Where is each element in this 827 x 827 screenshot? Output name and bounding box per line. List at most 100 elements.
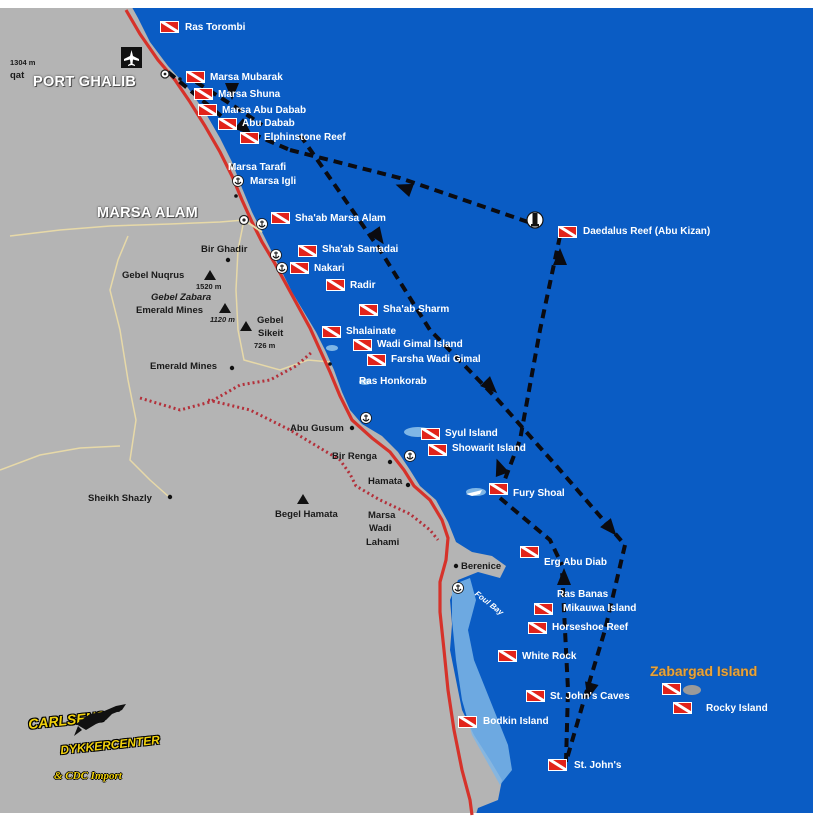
dive-routes <box>166 70 627 763</box>
dive-flag-icon <box>353 339 372 351</box>
dive-flag-icon <box>298 245 317 257</box>
logo-text-line3: & CDC Import <box>54 770 122 782</box>
place-hamata: Hamata <box>368 476 403 487</box>
dive-site-abu-dabab: Abu Dabab <box>242 118 295 129</box>
place-dot <box>387 459 393 465</box>
dive-site-marsa-mubarak: Marsa Mubarak <box>210 72 283 83</box>
dive-flag-icon <box>186 71 205 83</box>
dive-flag-icon <box>326 279 345 291</box>
town-label-marsa-alam: MARSA ALAM <box>97 205 198 221</box>
dive-site-horseshoe-reef: Horseshoe Reef <box>552 622 629 633</box>
dive-site-daedalus-reef: Daedalus Reef (Abu Kizan) <box>583 226 711 237</box>
place-dot <box>328 362 332 366</box>
dive-flag-icon <box>662 683 681 695</box>
dive-site-ras-banas: Ras Banas <box>557 589 609 600</box>
dive-route-line <box>560 569 571 763</box>
mountain-icon <box>204 270 216 280</box>
lighthouse-icon <box>526 211 544 229</box>
place-dot <box>178 77 182 81</box>
route-arrow-icon <box>225 83 239 100</box>
place-dots <box>167 77 459 569</box>
shipwreck-icon <box>466 490 482 496</box>
coastal-reef-shallows <box>452 578 512 785</box>
dive-site-marsa-shuna: Marsa Shuna <box>218 89 281 100</box>
place-bir-renga: Bir Renga <box>332 451 377 462</box>
dive-route-line <box>498 496 564 566</box>
mountain-markers <box>204 270 309 504</box>
dive-site-fury-shoal: Fury Shoal <box>513 488 565 499</box>
anchor-icon <box>276 262 288 274</box>
dive-flag-icon <box>526 690 545 702</box>
dive-route-line <box>564 544 627 763</box>
elevation-label: 1120 m <box>210 315 235 324</box>
place-bir-ghadir: Bir Ghadir <box>201 244 248 255</box>
place-emerald-mines-1: Emerald Mines <box>136 305 204 316</box>
dive-flag-icon <box>160 21 179 33</box>
place-abu-gusum: Abu Gusum <box>290 423 344 434</box>
place-dot <box>225 257 231 263</box>
dive-site-st-johns-caves: St. John's Caves <box>550 691 630 702</box>
elevation-label: 726 m <box>254 341 276 350</box>
place-dot <box>453 563 459 569</box>
anchor-icon <box>270 249 282 261</box>
coastal-road <box>124 9 474 816</box>
dive-flag-icon <box>548 759 567 771</box>
place-gebel-nuqrus: Gebel Nuqrus <box>122 270 185 281</box>
place-gebel-sikeit-2: Sikeit <box>258 328 284 339</box>
place-dot <box>229 365 235 371</box>
dive-flag-icon <box>367 354 386 366</box>
port-ghalib-marker-dot <box>163 72 167 76</box>
place-gebel-zabara: Gebel Zabara <box>151 292 212 303</box>
reef-patch <box>359 379 371 385</box>
dive-flag-icon <box>498 650 517 662</box>
dive-flag-icon <box>534 603 553 615</box>
dive-flag-icon <box>271 212 290 224</box>
dive-flag-icon <box>290 262 309 274</box>
dive-site-showarit-island: Showarit Island <box>452 443 526 454</box>
place-dot <box>405 482 411 488</box>
diver-logo-icon <box>74 704 126 736</box>
dive-flag-icon <box>194 88 213 100</box>
dive-flag-icon <box>218 118 237 130</box>
dive-site-radir: Radir <box>350 280 376 291</box>
place-dot <box>234 194 238 198</box>
dive-site-mikauwa-island: Mikauwa Island <box>563 603 637 614</box>
place-sheikh-shazly: Sheikh Shazly <box>88 493 152 504</box>
elevation-label: 1520 m <box>196 282 222 291</box>
town-markers <box>160 69 250 226</box>
dive-flag-icon <box>421 428 440 440</box>
place-gebel-sikeit-1: Gebel <box>257 315 284 326</box>
dive-site-nakari: Nakari <box>314 263 345 274</box>
dive-flag-icon <box>428 444 447 456</box>
dive-site-syul-island: Syul Island <box>445 428 498 439</box>
anchor-icon <box>232 175 244 187</box>
dive-site-white-rock: White Rock <box>522 651 577 662</box>
reef-patch <box>326 345 338 351</box>
edge-label: qat <box>10 70 25 81</box>
dive-route-line <box>498 235 562 493</box>
dive-flag-icon <box>322 326 341 338</box>
mountain-icon <box>240 321 252 331</box>
dive-flag-icon <box>528 622 547 634</box>
place-marsa-wadi-lahami-2: Wadi <box>369 523 392 534</box>
frame-top <box>0 0 827 8</box>
dive-site-rocky-island: Rocky Island <box>706 703 768 714</box>
route-arrow-icon <box>553 248 567 265</box>
place-dot <box>167 494 173 500</box>
anchor-markers <box>232 175 464 594</box>
anchor-icon <box>256 218 268 230</box>
dive-flag-icon <box>359 304 378 316</box>
dive-flag-icon <box>240 132 259 144</box>
desert-tracks <box>0 219 331 497</box>
land-mass <box>0 0 506 827</box>
dive-site-shaab-sharm: Sha'ab Sharm <box>383 304 450 315</box>
dive-flag-icon <box>489 483 508 495</box>
place-emerald-mines-2: Emerald Mines <box>150 361 218 372</box>
mountain-icon <box>297 494 309 504</box>
frame-bottom <box>0 813 827 827</box>
anchor-icon <box>360 412 372 424</box>
place-dot <box>349 425 355 431</box>
place-begel-hamata: Begel Hamata <box>275 509 338 520</box>
dive-site-ras-torombi: Ras Torombi <box>185 22 246 33</box>
